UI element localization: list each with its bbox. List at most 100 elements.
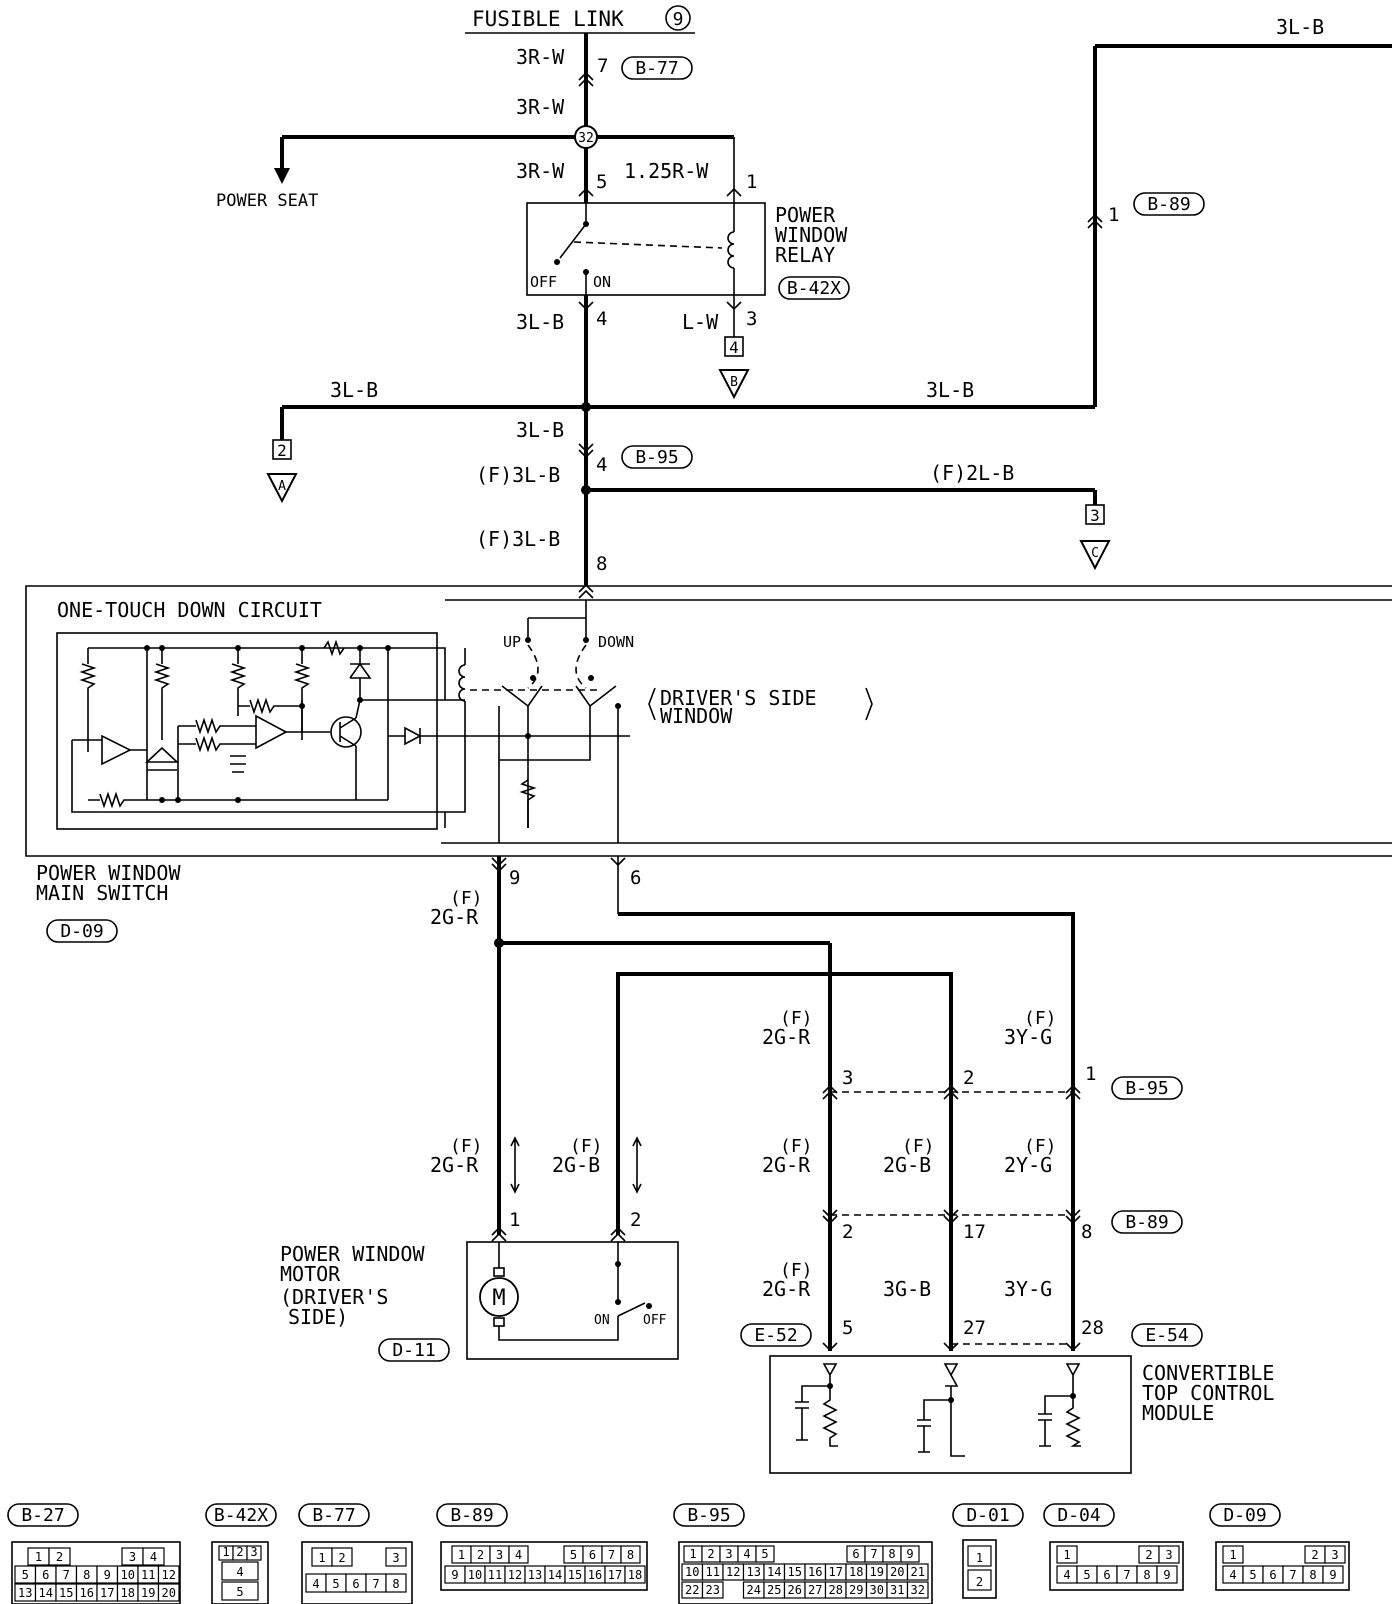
face-b95-cell-label-25: 25 — [767, 1583, 781, 1597]
connector-mark-lower-b89 — [822, 1209, 1081, 1225]
f-label-i: (F) — [780, 1260, 813, 1281]
motor-pin-2-label: 2 — [630, 1209, 641, 1231]
face-b89-cell-label-3: 3 — [496, 1548, 503, 1562]
lower-pin-2-label: 2 — [963, 1067, 974, 1089]
wire-2yg-label: 2Y-G — [1004, 1153, 1052, 1177]
face-b95-label-box — [673, 1503, 745, 1527]
face-b89-cell-label-16: 16 — [588, 1568, 602, 1582]
face-b95-cell-label-32: 32 — [911, 1583, 925, 1597]
one-touch-label: ONE-TOUCH DOWN CIRCUIT — [57, 598, 322, 622]
wire-2gb-route — [616, 972, 953, 1351]
face-d01-housing — [962, 1539, 997, 1599]
connector-faces: B-27 B-42X B-77 B-89 B-95 D-01 D-04 D-09… — [7, 1503, 1350, 1604]
ref-c-triangle — [1079, 540, 1111, 571]
connector-mark-b95-mid — [578, 443, 594, 459]
face-b89-cell-label-4: 4 — [515, 1548, 522, 1562]
face-b27-label-box — [7, 1503, 79, 1527]
face-d09-cell-1 — [1222, 1545, 1244, 1564]
face-b95-cell-label-23: 23 — [706, 1583, 720, 1597]
face-d04-cell-label-1: 1 — [1063, 1548, 1070, 1562]
switch-up-arc — [527, 644, 539, 689]
conn-b89-top-box — [1133, 192, 1205, 216]
power-window-main-switch: ONE-TOUCH DOWN CIRCUIT — [25, 585, 1392, 943]
conn-b77-label: B-77 — [635, 58, 678, 79]
face-b95-cell-label-18: 18 — [849, 1565, 863, 1579]
lower-b89-box — [1111, 1210, 1183, 1234]
face-b89-cell-label-10: 10 — [468, 1568, 482, 1582]
motor-conn-label: D-11 — [392, 1340, 435, 1361]
motor-label-4: SIDE) — [288, 1305, 348, 1329]
wire-125rw-label: 1.25R-W — [624, 159, 709, 183]
connector-mark-switch-8 — [578, 583, 594, 599]
splice-32-label: 32 — [578, 131, 594, 146]
conn-b95-mid-box — [621, 445, 693, 469]
wire-3yg-b-label: 3Y-G — [1004, 1277, 1052, 1301]
face-b89-label: B-89 — [450, 1505, 493, 1526]
face-b27-cell-label-2: 2 — [56, 1550, 63, 1564]
face-b89-cell-label-15: 15 — [568, 1568, 582, 1582]
one-touch-circuit-box — [56, 632, 438, 830]
face-b95-cell-label-9: 9 — [906, 1547, 913, 1561]
face-b27-cell-label-19: 19 — [141, 1586, 155, 1600]
face-b42x-housing — [211, 1541, 269, 1604]
wire-3lb-left-label: 3L-B — [330, 378, 378, 402]
face-b95-cell-label-15: 15 — [788, 1565, 802, 1579]
pin-7-label: 7 — [597, 55, 608, 77]
switch-down-common-line — [499, 706, 619, 843]
ref-c-letter: C — [1091, 546, 1099, 561]
face-b27-cell-label-10: 10 — [121, 1568, 135, 1582]
switch-outline — [25, 585, 1392, 857]
face-b42x-cell-3 — [246, 1545, 262, 1561]
face-b27-label: B-27 — [21, 1505, 64, 1526]
face-b27-cell-label-11: 11 — [141, 1568, 155, 1582]
face-b77-label: B-77 — [312, 1505, 355, 1526]
ctm-box — [769, 1355, 1132, 1474]
wire-3lb-relay-label: 3L-B — [516, 310, 564, 334]
face-b42x-cell-label-4: 4 — [236, 1565, 243, 1579]
face-b95-cell-label-16: 16 — [808, 1565, 822, 1579]
face-b95-cell-label-7: 7 — [870, 1547, 877, 1561]
ref-a-triangle — [266, 473, 298, 504]
face-b42x-cell-5 — [221, 1581, 259, 1601]
motor-lead-2-dot — [615, 1261, 621, 1267]
face-b27-cell-12 — [157, 1565, 180, 1584]
motor-box — [466, 1241, 679, 1360]
face-b89-cell-label-9: 9 — [451, 1568, 458, 1582]
connector-mark-relay-1 — [726, 187, 742, 197]
face-b27-cell-label-1: 1 — [35, 1550, 42, 1564]
face-b89-cell-label-6: 6 — [589, 1548, 596, 1562]
face-d01-label-box — [952, 1503, 1024, 1527]
connector-mark-module — [822, 1342, 1081, 1352]
face-b89-cell-4 — [508, 1545, 529, 1564]
face-b27-cell-label-14: 14 — [39, 1586, 53, 1600]
wire-2gr-e-label: 2G-R — [762, 1277, 811, 1301]
wire-2gb-c-label: 2G-B — [883, 1153, 931, 1177]
face-b89-cell-label-13: 13 — [528, 1568, 542, 1582]
face-d04-label-box — [1043, 1503, 1115, 1527]
connector-mark-b77 — [578, 71, 594, 87]
drivers-side-brace-left — [648, 687, 656, 721]
f-label-d: (F) — [780, 1008, 813, 1029]
relay-off-label: OFF — [530, 273, 557, 291]
power-seat-arrow — [274, 168, 290, 184]
face-d09-label: D-09 — [1223, 1505, 1266, 1526]
motor-label-1: POWER WINDOW — [280, 1242, 425, 1266]
face-b27-cell-4 — [142, 1547, 165, 1566]
face-b95-cell-label-6: 6 — [852, 1547, 859, 1561]
motor-switch-off-dot — [646, 1303, 652, 1309]
motor-return-wire — [498, 1316, 619, 1341]
face-d04-cell-3 — [1158, 1545, 1180, 1564]
lower-pin-8-label: 8 — [1081, 1221, 1092, 1243]
face-b95-cell-label-19: 19 — [870, 1565, 884, 1579]
relay-on-label: ON — [593, 273, 611, 291]
power-window-relay: OFF ON POWER WINDOW RELAY B-42X — [526, 202, 850, 300]
wire-f2lb-label: (F)2L-B — [930, 461, 1014, 485]
face-b95-cell-label-31: 31 — [890, 1583, 904, 1597]
face-b95-cell-23 — [701, 1581, 724, 1599]
face-d01-cell-label-1: 1 — [976, 1551, 983, 1565]
face-b27-cell-label-6: 6 — [42, 1568, 49, 1582]
ground-ref-letter-b: B — [730, 375, 738, 390]
ground-ref-box-4 — [724, 336, 744, 357]
face-d04-cell-label-3: 3 — [1165, 1548, 1172, 1562]
face-b95-cell-label-17: 17 — [829, 1565, 843, 1579]
